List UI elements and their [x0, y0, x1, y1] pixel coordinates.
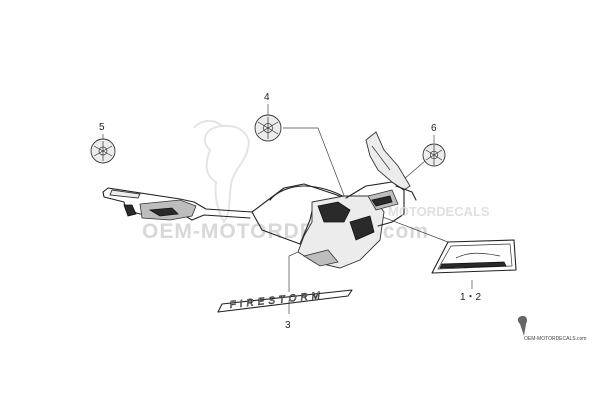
- callout-1-2: 1・2: [460, 292, 482, 303]
- tuning-fork-emblem-icon: [425, 145, 443, 165]
- stripe-text: FIRESTORM: [229, 290, 324, 311]
- decal-1-2: [431, 239, 517, 274]
- footer-watermark-text: OEM-MOTORDECALS.com: [524, 336, 586, 342]
- leader-6b: [402, 160, 426, 181]
- tuning-fork-emblem-icon: [257, 117, 279, 139]
- leader-1-2b: [379, 215, 449, 243]
- callout-4: 4: [264, 92, 270, 103]
- tuning-fork-emblem-icon: [93, 141, 113, 161]
- watermark-text-right: MOTORDECALS: [388, 204, 490, 219]
- callout-5: 5: [99, 122, 105, 133]
- callout-6: 6: [431, 123, 437, 134]
- emblem-4: [254, 114, 282, 142]
- emblem-5: [90, 138, 116, 164]
- emblem-6: [422, 143, 446, 167]
- motorcycle-body: [102, 131, 417, 269]
- leader-4b: [283, 127, 346, 199]
- decal-3-stripe: FIRESTORM: [217, 289, 353, 313]
- callout-3: 3: [285, 320, 291, 331]
- footer-watermark: OEM-MOTORDECALS.com: [517, 316, 586, 342]
- bird-watermark-icon: [193, 120, 250, 224]
